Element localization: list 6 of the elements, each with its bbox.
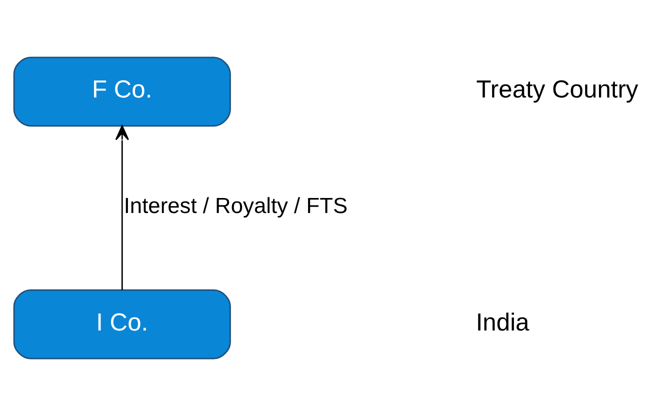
label: Treaty Country (476, 76, 638, 104)
label: India (476, 308, 530, 336)
node-box: F Co. (13, 56, 231, 126)
edge-label: Interest / Royalty / FTS (124, 192, 348, 218)
node-box: I Co. (13, 288, 231, 359)
arrow (115, 124, 129, 290)
